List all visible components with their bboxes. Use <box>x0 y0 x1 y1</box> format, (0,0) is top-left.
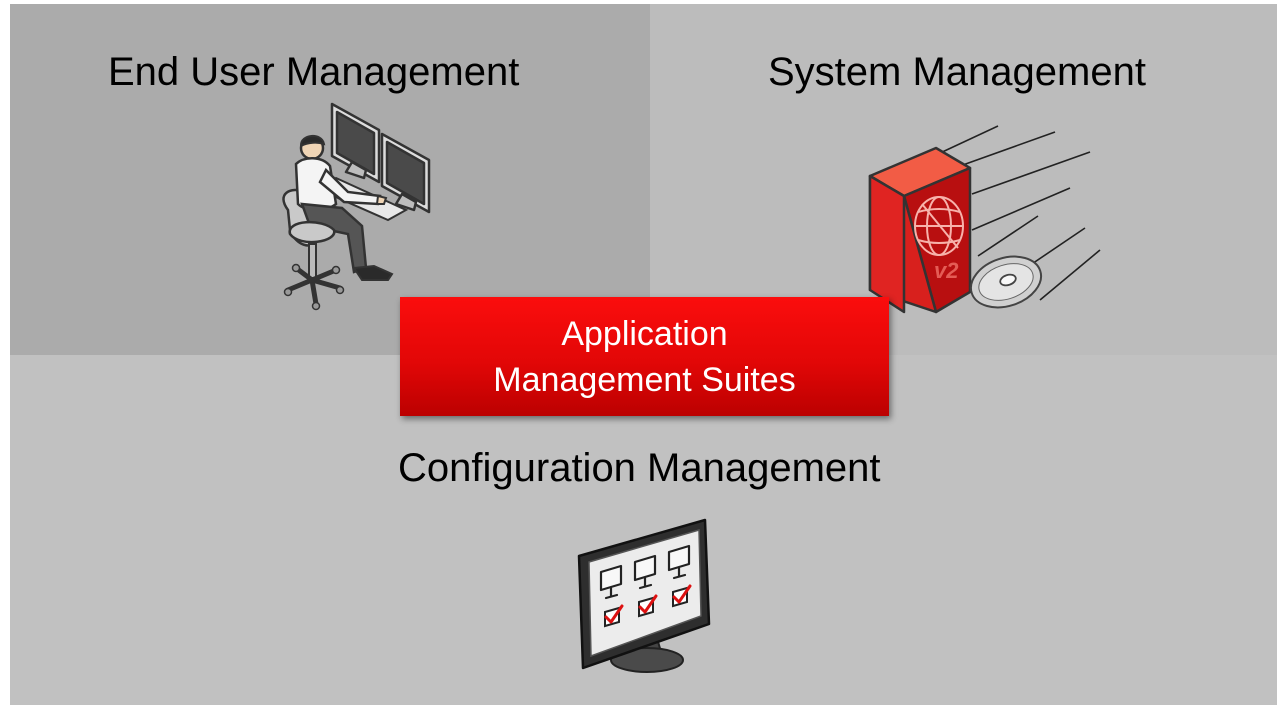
operator-at-monitors-icon <box>282 102 431 311</box>
configuration-management-title: Configuration Management <box>398 446 881 490</box>
center-box-line-2: Management Suites <box>493 360 796 399</box>
application-management-suites-box: Application Management Suites <box>400 297 889 416</box>
center-box-line-1: Application <box>561 314 728 353</box>
monitor-checklist-icon <box>577 518 711 673</box>
software-box-with-disc-icon: v2 <box>868 125 1101 314</box>
system-management-title: System Management <box>768 50 1146 94</box>
disc-icon <box>969 255 1043 309</box>
software-box-version-label: v2 <box>934 258 959 283</box>
end-user-management-title: End User Management <box>108 50 520 94</box>
